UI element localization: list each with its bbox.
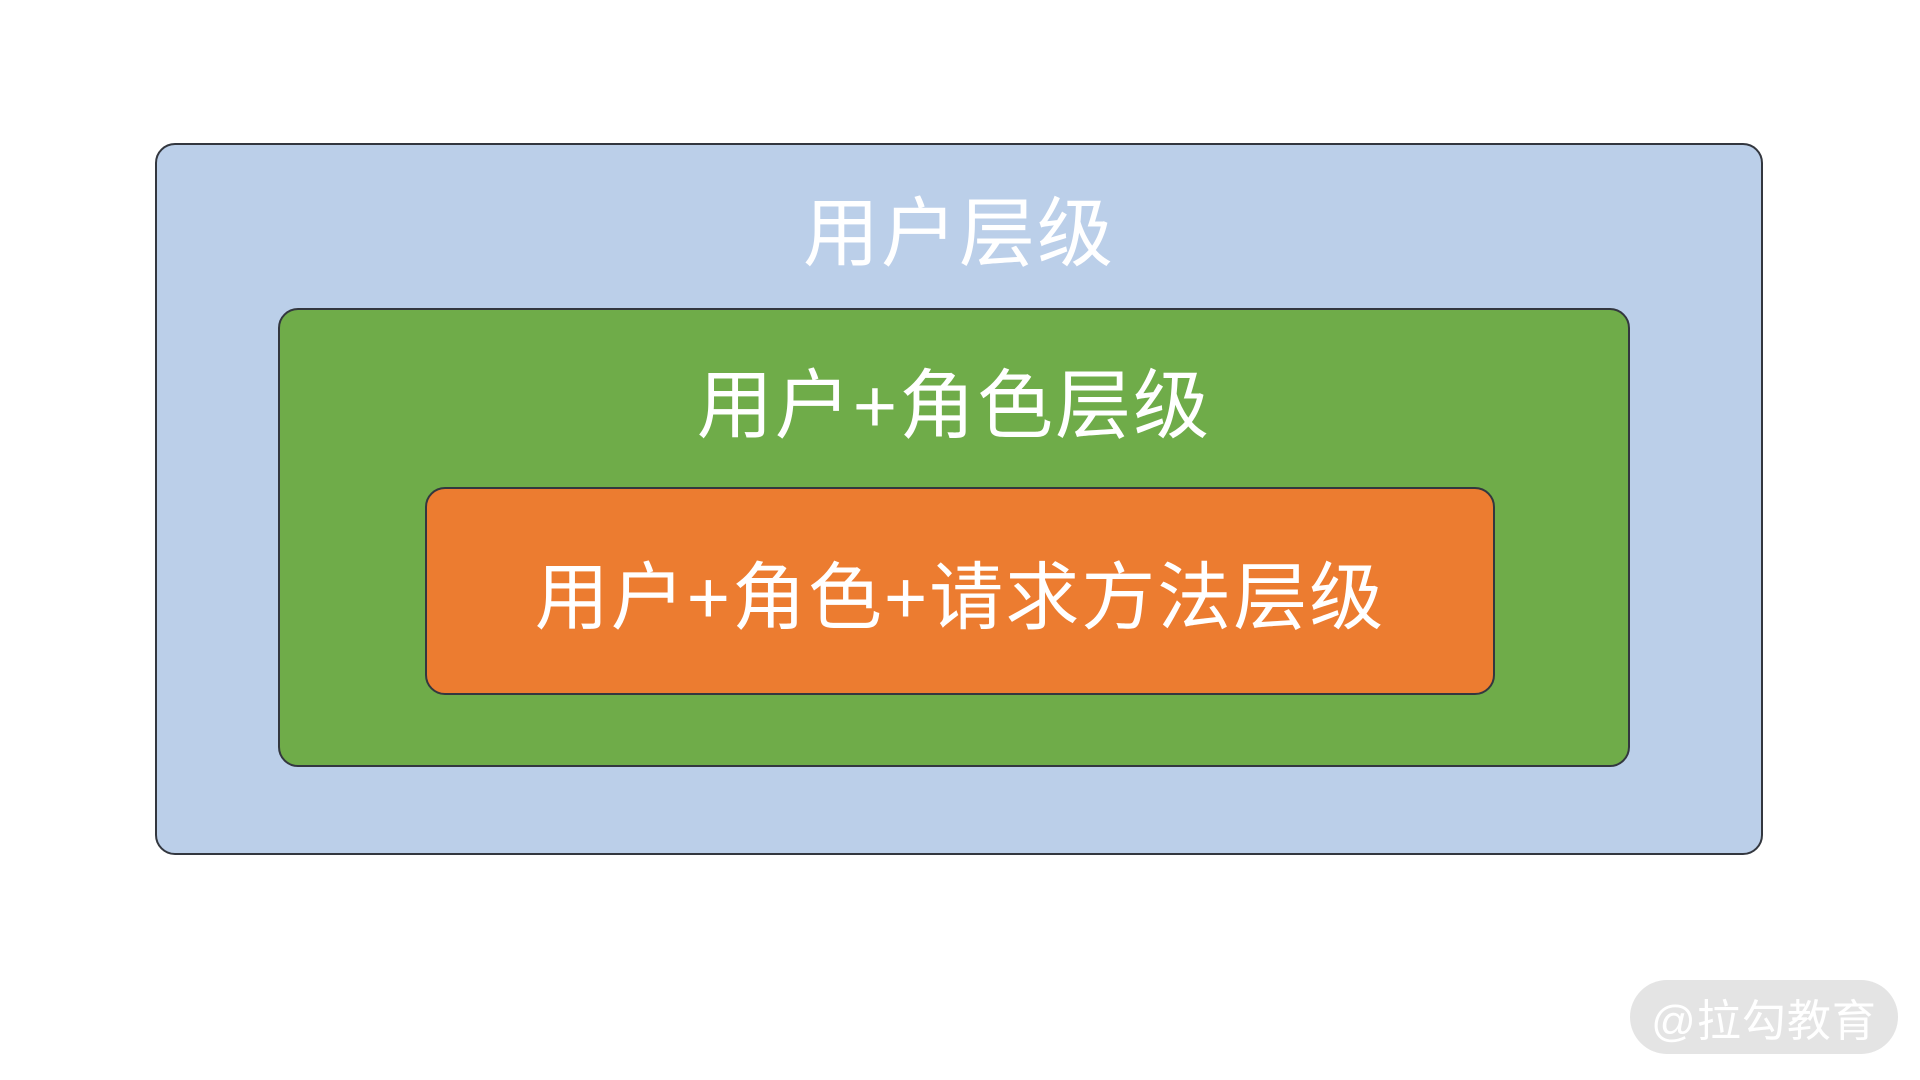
user-role-method-level-label: 用户+角色+请求方法层级 (534, 555, 1386, 639)
user-role-method-level-box: 用户+角色+请求方法层级 (425, 487, 1495, 695)
user-level-label: 用户层级 (803, 191, 1115, 277)
user-level-box: 用户层级 用户+角色层级 用户+角色+请求方法层级 (155, 143, 1763, 855)
watermark-badge: @拉勾教育 (1630, 980, 1898, 1054)
user-role-level-box: 用户+角色层级 用户+角色+请求方法层级 (278, 308, 1630, 767)
user-role-level-label: 用户+角色层级 (696, 363, 1212, 449)
